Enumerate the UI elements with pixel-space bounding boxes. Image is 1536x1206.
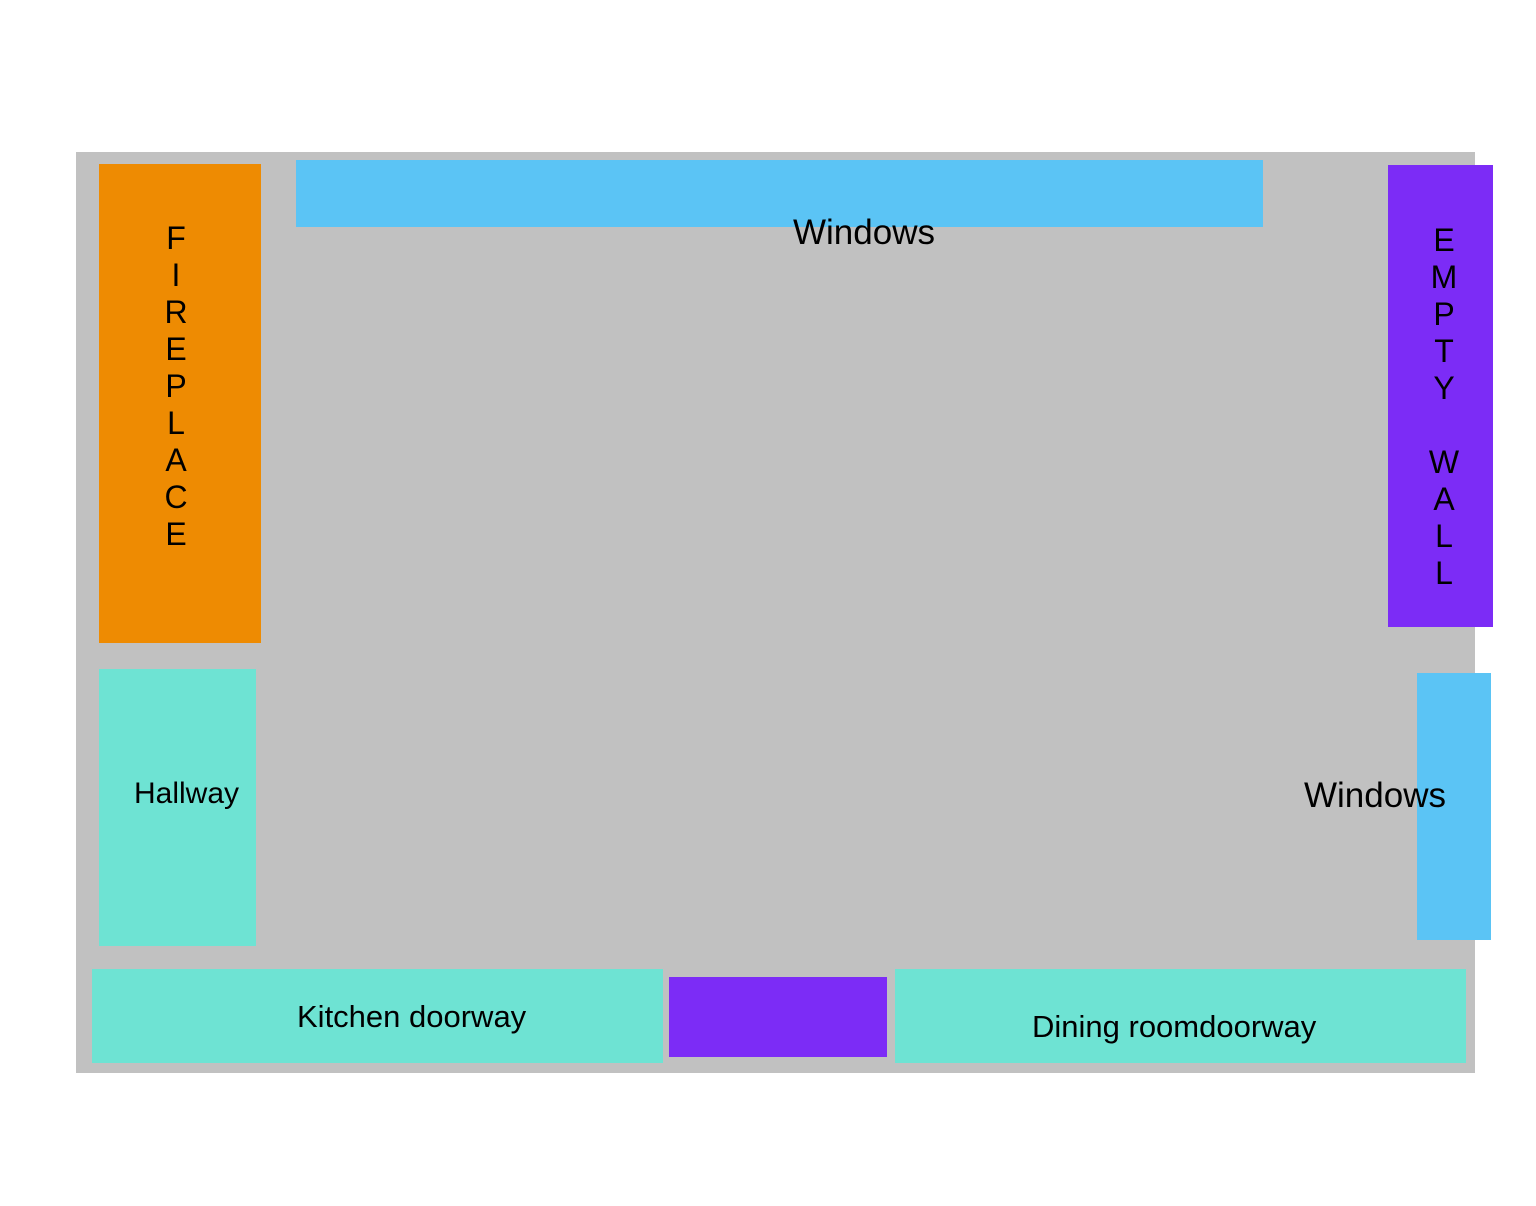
label-letter: E [1433,222,1455,258]
label-letter: T [1434,333,1454,369]
label-letter: L [1435,555,1453,591]
label-letter: W [1428,444,1460,480]
label-letter: L [167,405,185,441]
top-windows-label: Windows [793,213,935,252]
hallway-zone [99,669,256,946]
label-letter [1440,407,1449,444]
label-letter: E [165,516,187,552]
empty-wall-zone [1388,165,1493,627]
side-windows-label: Windows [1304,776,1446,815]
side-windows-zone [1417,673,1491,940]
label-letter: E [165,331,187,367]
top-windows-zone [296,160,1263,227]
label-letter: A [165,442,187,478]
label-letter: L [1435,518,1453,554]
dining-doorway-label: Dining roomdoorway [1032,1009,1317,1044]
room-floor [76,152,1475,1073]
fireplace-zone [99,164,261,643]
kitchen-doorway-zone [92,969,663,1063]
hallway-label: Hallway [134,777,240,810]
dining-doorway-zone [895,969,1466,1063]
label-letter: C [164,479,188,515]
kitchen-doorway-label: Kitchen doorway [297,999,527,1034]
label-letter: R [164,294,188,330]
label-letter: A [1433,481,1455,517]
label-letter: I [171,257,181,293]
label-letter: P [165,368,187,404]
label-letter: Y [1433,370,1455,406]
label-letter: M [1430,259,1458,295]
wall-segment [669,977,887,1057]
label-letter: P [1433,296,1455,332]
label-letter: F [166,220,186,256]
